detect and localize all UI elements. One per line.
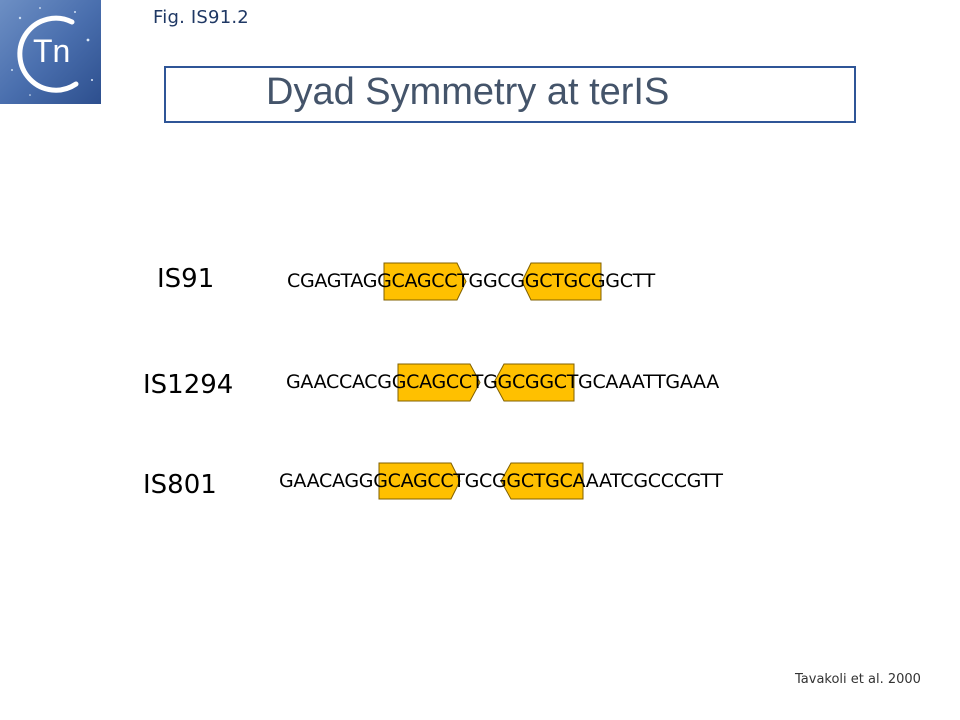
row-label-is1294: IS1294	[143, 370, 234, 400]
is801-reverse-arrow	[500, 462, 584, 500]
page-title: Dyad Symmetry at terIS	[266, 71, 670, 113]
is801-forward-arrow	[378, 462, 461, 500]
row-label-is91: IS91	[157, 264, 215, 294]
row-label-is801: IS801	[143, 470, 217, 500]
logo-text: Tn	[33, 33, 70, 69]
figure-label: Fig. IS91.2	[153, 7, 249, 28]
sequence-is1294: GAACCACGGCAGCCTGGCGGCTGCAAATTGAAA	[286, 371, 719, 393]
sequence-is801: GAACAGGGCAGCCTGCGGCTGCAAATCGCCCGTT	[279, 470, 723, 492]
is91-forward-arrow	[383, 262, 467, 301]
is91-reverse-arrow	[521, 262, 602, 301]
citation: Tavakoli et al. 2000	[795, 672, 921, 687]
is1294-forward-arrow	[397, 363, 481, 402]
ctn-logo-graphic: Tn	[0, 0, 101, 104]
sequence-is91: CGAGTAGGCAGCCTGGCGGCTGCGGCTT	[287, 270, 655, 292]
is1294-reverse-arrow	[493, 363, 575, 402]
ctn-logo-icon: Tn	[0, 0, 101, 104]
title-box: Dyad Symmetry at terIS	[164, 66, 856, 123]
